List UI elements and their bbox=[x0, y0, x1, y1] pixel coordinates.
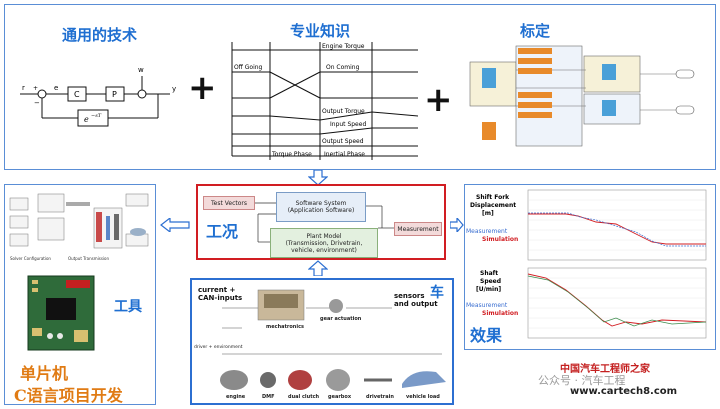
on-coming-label: On Coming bbox=[326, 64, 360, 71]
plant-model-sub1: (Transmission, Drivetrain, bbox=[285, 239, 363, 247]
and-output-label: and output bbox=[394, 300, 438, 308]
plot1-unit: [m] bbox=[482, 210, 494, 217]
plot2-simulation: Simulation bbox=[482, 310, 519, 317]
software-system-box: Software System (Application Software) bbox=[276, 192, 366, 222]
effect-label: 效果 bbox=[470, 326, 503, 345]
plot1-measurement: Measurement bbox=[466, 228, 508, 235]
torque-phase-label: Torque Phase bbox=[271, 151, 312, 158]
software-system-label: Software System bbox=[295, 200, 347, 207]
can-inputs-label: CAN-inputs bbox=[198, 294, 243, 302]
measurement-label: Measurement bbox=[397, 225, 439, 233]
test-vectors-box: Test Vectors bbox=[203, 196, 255, 210]
software-system-sub: (Application Software) bbox=[287, 207, 355, 214]
wechat-watermark: 公众号 · 汽车工程 bbox=[538, 374, 626, 387]
mechatronics-label: mechatronics bbox=[266, 324, 304, 330]
plus-sign-2: + bbox=[424, 80, 453, 120]
arrow-left-icon bbox=[160, 218, 190, 232]
control-p-block: P bbox=[112, 90, 117, 99]
control-loop-diagram: r e w y C P e −sT + − bbox=[20, 66, 176, 127]
plot2-unit: [U/min] bbox=[476, 286, 502, 293]
output-speed-label: Output Speed bbox=[322, 138, 364, 145]
input-speed-label: Input Speed bbox=[330, 121, 366, 128]
shift-phase-diagram: Engine Torque Off Going On Coming Output… bbox=[231, 42, 419, 160]
plot2-title2: Speed bbox=[480, 278, 502, 285]
control-delay-exponent: −sT bbox=[91, 113, 102, 119]
results-plots bbox=[527, 189, 707, 339]
control-w-label: w bbox=[138, 66, 144, 74]
drivetrain-label: drivetrain bbox=[366, 394, 394, 400]
engine-torque-label: Engine Torque bbox=[322, 43, 365, 50]
inertial-phase-label: Inertial Phase bbox=[324, 151, 365, 158]
tools-simulink-diagram: Solver Configuration Output Transmission bbox=[9, 193, 149, 261]
hil-connection-lines bbox=[255, 202, 394, 243]
mcu-title-line2: C语言项目开发 bbox=[14, 386, 123, 405]
microcontroller-board-image bbox=[27, 275, 95, 351]
tools-label: 工具 bbox=[114, 299, 142, 315]
control-c-block: C bbox=[74, 90, 80, 99]
plot2-measurement: Measurement bbox=[466, 302, 508, 309]
dmf-label: DMF bbox=[262, 394, 275, 400]
dual-clutch-label: dual clutch bbox=[288, 394, 320, 400]
control-minus-sign: − bbox=[34, 99, 40, 107]
car-label: 车 bbox=[430, 285, 444, 301]
site-url-watermark: www.cartech8.com bbox=[570, 386, 678, 397]
results-panel bbox=[464, 184, 716, 350]
title-calibration: 标定 bbox=[520, 22, 551, 40]
plot1-simulation: Simulation bbox=[482, 236, 519, 243]
control-y-label: y bbox=[172, 85, 176, 93]
plot2-title1: Shaft bbox=[480, 270, 499, 277]
mcu-title-line1: 单片机 bbox=[20, 364, 69, 383]
plant-model-sub2: vehicle, environment) bbox=[291, 246, 357, 254]
test-vectors-label: Test Vectors bbox=[211, 199, 247, 207]
plus-sign-1: + bbox=[188, 68, 217, 108]
current-label: current + bbox=[198, 286, 236, 294]
site-cn-watermark: 中国汽车工程师之家 bbox=[560, 364, 650, 375]
svg-text:Solver Configuration: Solver Configuration bbox=[10, 256, 51, 261]
control-e-label: e bbox=[54, 84, 58, 92]
arrow-up-icon bbox=[308, 260, 328, 276]
control-plus-sign: + bbox=[33, 85, 38, 92]
plot1-title1: Shift Fork bbox=[476, 194, 510, 201]
sensors-label: sensors bbox=[394, 292, 425, 300]
gear-actuation-label: gear actuation bbox=[320, 316, 362, 322]
output-torque-label: Output Torque bbox=[322, 108, 365, 115]
title-professional-knowledge: 专业知识 bbox=[290, 22, 351, 40]
vehicle-load-label: vehicle load bbox=[406, 394, 440, 400]
svg-text:Output Transmission: Output Transmission bbox=[68, 256, 109, 261]
gearbox-label: gearbox bbox=[328, 394, 352, 400]
plot1-title2: Displacement bbox=[470, 202, 517, 209]
vehicle-component-images: driver + environment mechatronics gear a… bbox=[194, 289, 446, 400]
plant-model-label: Plant Model bbox=[306, 232, 342, 240]
measurement-box: Measurement bbox=[394, 222, 442, 236]
gongkuang-label: 工况 bbox=[206, 222, 239, 241]
driver-env-label: driver + environment bbox=[194, 344, 243, 350]
off-going-label: Off Going bbox=[234, 64, 263, 71]
arrow-right-icon bbox=[450, 218, 464, 232]
plant-model-box: Plant Model (Transmission, Drivetrain, v… bbox=[270, 228, 378, 258]
control-r-label: r bbox=[22, 84, 25, 92]
title-general-technology: 通用的技术 bbox=[62, 26, 138, 44]
engine-label: engine bbox=[226, 394, 246, 400]
arrow-down-icon bbox=[308, 170, 328, 186]
control-delay-block: e bbox=[84, 115, 89, 124]
calibration-block-diagram bbox=[469, 45, 695, 147]
